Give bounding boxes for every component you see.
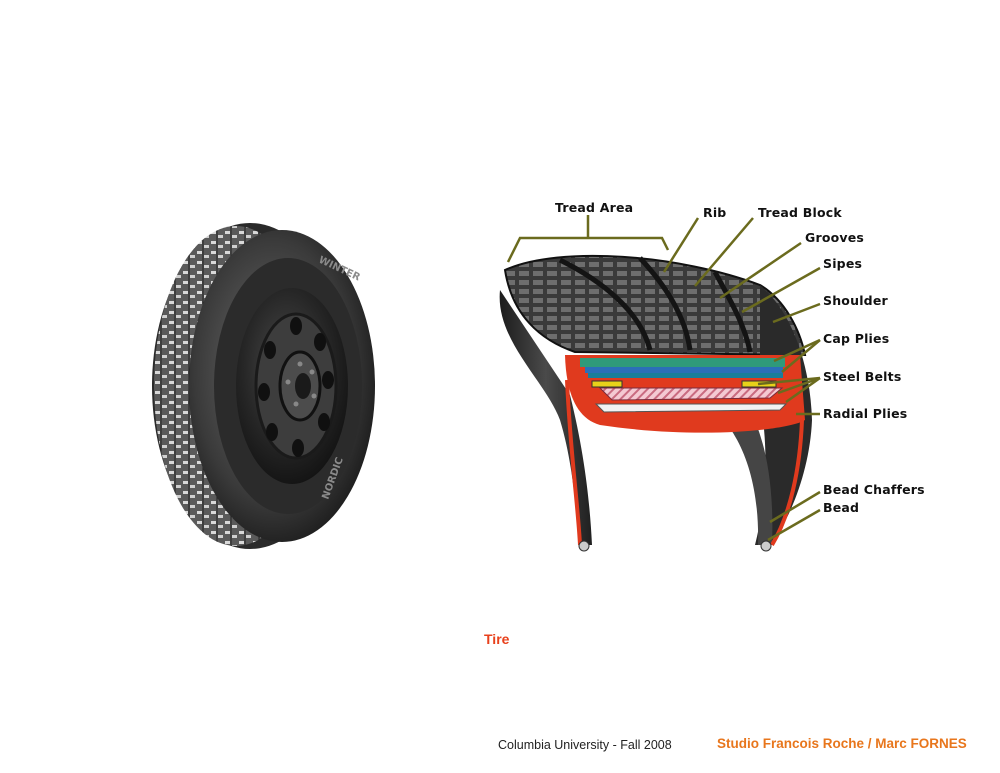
- label-sipes: Sipes: [823, 256, 863, 271]
- tread-area-bracket: [506, 236, 670, 263]
- label-cap-plies: Cap Plies: [823, 331, 890, 346]
- figure-caption: Tire: [484, 631, 510, 647]
- footer-institution: Columbia University - Fall 2008: [498, 738, 672, 752]
- tire-photo-body: [152, 223, 375, 549]
- label-tread-block: Tread Block: [758, 205, 842, 220]
- label-radial-plies: Radial Plies: [823, 406, 908, 421]
- tire-photo: WINTER NORDIC: [152, 223, 375, 549]
- label-bead-chaffers: Bead Chaffers: [823, 482, 925, 497]
- label-bead: Bead: [823, 500, 860, 515]
- shoulder-leader: [772, 302, 821, 324]
- bead-leader: [767, 508, 821, 542]
- steel-belts-leader-3: [785, 376, 821, 404]
- sipes-leader: [741, 266, 821, 314]
- label-grooves: Grooves: [805, 230, 865, 245]
- label-shoulder: Shoulder: [823, 293, 888, 308]
- cap-plies-leader-1: [773, 338, 821, 363]
- steel-belts-leader-1: [757, 376, 821, 386]
- label-tread-area: Tread Area: [555, 200, 634, 215]
- tread-block-leader: [694, 217, 754, 287]
- bead-chaffers-leader: [769, 490, 821, 524]
- label-steel-belts: Steel Belts: [823, 369, 902, 384]
- steel-belts-leader-2: [777, 376, 821, 395]
- leader-lines: [506, 215, 821, 542]
- rib-leader: [662, 217, 700, 273]
- footer-studio: Studio Francois Roche / Marc FORNES: [717, 736, 967, 751]
- cap-plies-leader-2: [781, 339, 821, 373]
- grooves-leader: [719, 241, 802, 300]
- label-rib: Rib: [703, 205, 727, 220]
